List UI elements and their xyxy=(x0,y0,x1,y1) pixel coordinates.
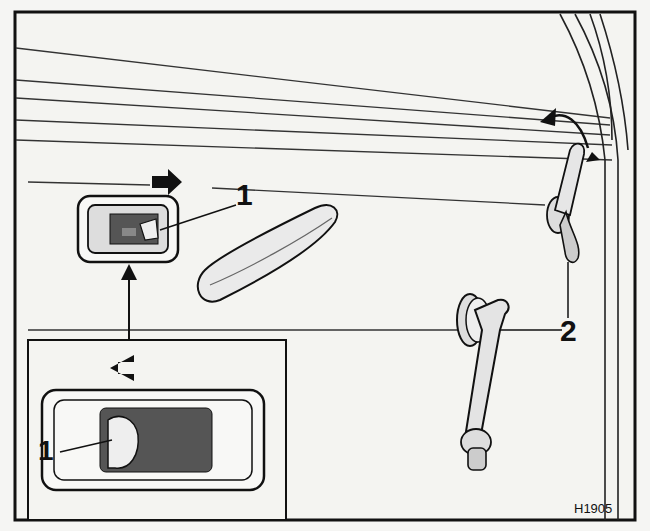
callout-number: 2 xyxy=(560,316,577,346)
door-pillar xyxy=(560,14,628,520)
armrest xyxy=(198,205,337,302)
detail-arrow xyxy=(128,274,130,340)
direction-arrow xyxy=(152,169,182,195)
detail-arrowhead xyxy=(121,264,137,280)
detail-inset xyxy=(28,340,286,520)
figure-code: H1905 xyxy=(574,502,612,515)
leader-lines-2 xyxy=(500,262,568,330)
callout-number: 1 xyxy=(38,437,54,465)
window-crank-upper xyxy=(540,108,600,262)
callout-number: 1 xyxy=(236,180,253,210)
window-crank-lower xyxy=(457,294,509,470)
door-panel-lines xyxy=(16,48,612,330)
leader-line xyxy=(160,205,236,230)
frame xyxy=(15,12,635,520)
